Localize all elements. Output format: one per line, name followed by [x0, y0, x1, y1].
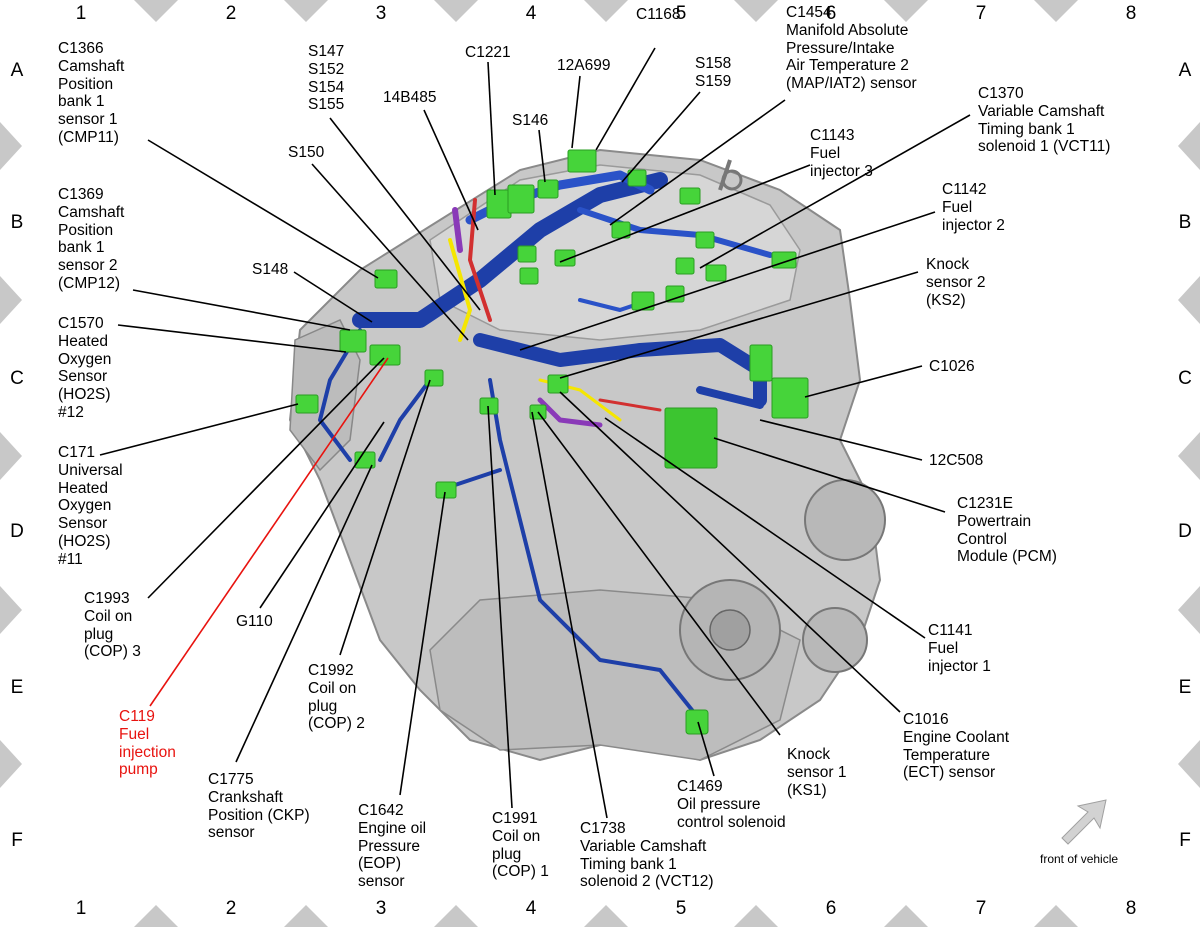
grid-row-label: F: [11, 830, 23, 851]
callout-c1775: C1775 Crankshaft Position (CKP) sensor: [208, 771, 310, 842]
grid-column-label: 5: [675, 898, 687, 919]
callout-c1642: C1642 Engine oil Pressure (EOP) sensor: [358, 802, 427, 891]
callout-c1454: C1454 Manifold Absolute Pressure/Intake …: [786, 4, 917, 93]
callout-ks2: Knock sensor 2 (KS2): [926, 256, 986, 309]
border-marker: [134, 0, 178, 22]
border-marker: [434, 0, 478, 22]
grid-row-label: C: [10, 368, 24, 389]
callout-c1366: C1366 Camshaft Position bank 1 sensor 1 …: [58, 40, 125, 146]
grid-column-label: 1: [75, 3, 87, 24]
callout-ks1: Knock sensor 1 (KS1): [787, 746, 847, 799]
callout-c1141: C1141 Fuel injector 1: [928, 622, 991, 675]
grid-column-label: 3: [375, 3, 387, 24]
grid-column-label: 8: [1125, 898, 1137, 919]
callout-c1992: C1992 Coil on plug (COP) 2: [308, 662, 365, 733]
callout-c1231e: C1231E Powertrain Control Module (PCM): [957, 495, 1057, 566]
border-marker: [0, 740, 22, 788]
border-marker: [0, 586, 22, 634]
callout-c119: C119 Fuel injection pump: [119, 708, 176, 779]
grid-column-label: 4: [525, 3, 537, 24]
callout-s158: S158 S159: [695, 55, 732, 90]
callout-c171: C171 Universal Heated Oxygen Sensor (HO2…: [58, 444, 123, 568]
grid-row-label: D: [10, 521, 24, 542]
callout-c1168: C1168: [636, 6, 681, 23]
callout-c1738: C1738 Variable Camshaft Timing bank 1 so…: [580, 820, 714, 891]
grid-row-label: D: [1178, 521, 1192, 542]
callout-s150: S150: [288, 144, 325, 161]
front-of-vehicle-label: front of vehicle: [1040, 852, 1119, 866]
border-marker: [0, 432, 22, 480]
grid-row-label: A: [10, 60, 24, 81]
callout-s148: S148: [252, 261, 289, 278]
grid-column-label: 7: [975, 898, 987, 919]
callout-c1993: C1993 Coil on plug (COP) 3: [84, 590, 141, 661]
callout-12a699: 12A699: [557, 57, 611, 74]
grid-column-label: 6: [825, 898, 837, 919]
grid-row-label: F: [1179, 830, 1191, 851]
leader-lines: [99, 47, 971, 819]
grid-column-label: 5: [675, 3, 687, 24]
callout-c1370: C1370 Variable Camshaft Timing bank 1 so…: [978, 85, 1111, 156]
border-marker: [884, 0, 928, 22]
border-marker: [734, 905, 778, 927]
border-marker: [1178, 432, 1200, 480]
callout-c1991: C1991 Coil on plug (COP) 1: [492, 810, 549, 881]
border-marker: [1034, 905, 1078, 927]
callout-c1221: C1221: [465, 44, 511, 61]
grid-column-label: 7: [975, 3, 987, 24]
callout-c1469: C1469 Oil pressure control solenoid: [677, 778, 786, 831]
arrow-up-right-icon: [1061, 799, 1107, 845]
crank-pulley-hub: [709, 609, 751, 651]
border-marker: [434, 905, 478, 927]
border-marker: [1178, 122, 1200, 170]
border-marker: [1178, 740, 1200, 788]
grid-row-label: C: [1178, 368, 1192, 389]
border-marker: [134, 905, 178, 927]
accessory-pulley-2: [802, 607, 868, 673]
grid-column-label: 3: [375, 898, 387, 919]
grid-row-label: B: [10, 212, 24, 233]
callout-c1142: C1142 Fuel injector 2: [942, 181, 1005, 234]
callout-c1143: C1143 Fuel injector 3: [810, 127, 873, 180]
border-marker: [884, 905, 928, 927]
callout-s146: S146: [512, 112, 549, 129]
callout-14b485: 14B485: [383, 89, 437, 106]
grid-column-label: 8: [1125, 3, 1137, 24]
grid-column-label: 1: [75, 898, 87, 919]
callout-s147: S147 S152 S154 S155: [308, 43, 345, 114]
border-marker: [0, 122, 22, 170]
callout-g110: G110: [236, 613, 273, 630]
callout-c1026: C1026: [929, 358, 975, 375]
grid-row-label: B: [1178, 212, 1192, 233]
border-marker: [1034, 0, 1078, 22]
accessory-pulley: [804, 479, 886, 561]
grid-column-label: 2: [225, 898, 237, 919]
border-marker: [584, 0, 628, 22]
border-marker: [0, 276, 22, 324]
border-marker: [284, 905, 328, 927]
connectors: [295, 149, 809, 735]
dipstick-ring: [721, 169, 743, 191]
callout-c1016: C1016 Engine Coolant Temperature (ECT) s…: [903, 711, 1009, 782]
grid-column-label: 2: [225, 3, 237, 24]
grid-column-label: 4: [525, 898, 537, 919]
grid-row-label: E: [10, 677, 24, 698]
engine-illustration: [288, 148, 886, 762]
grid-row-label: A: [1178, 60, 1192, 81]
border-marker: [734, 0, 778, 22]
border-marker: [284, 0, 328, 22]
callout-12c508: 12C508: [929, 452, 984, 469]
border-marker: [1178, 276, 1200, 324]
callout-c1570: C1570 Heated Oxygen Sensor (HO2S) #12: [58, 315, 112, 421]
callout-c1369: C1369 Camshaft Position bank 1 sensor 2 …: [58, 186, 125, 292]
grid-row-label: E: [1178, 677, 1192, 698]
border-marker: [584, 905, 628, 927]
border-marker: [1178, 586, 1200, 634]
grid-column-label: 6: [825, 3, 837, 24]
